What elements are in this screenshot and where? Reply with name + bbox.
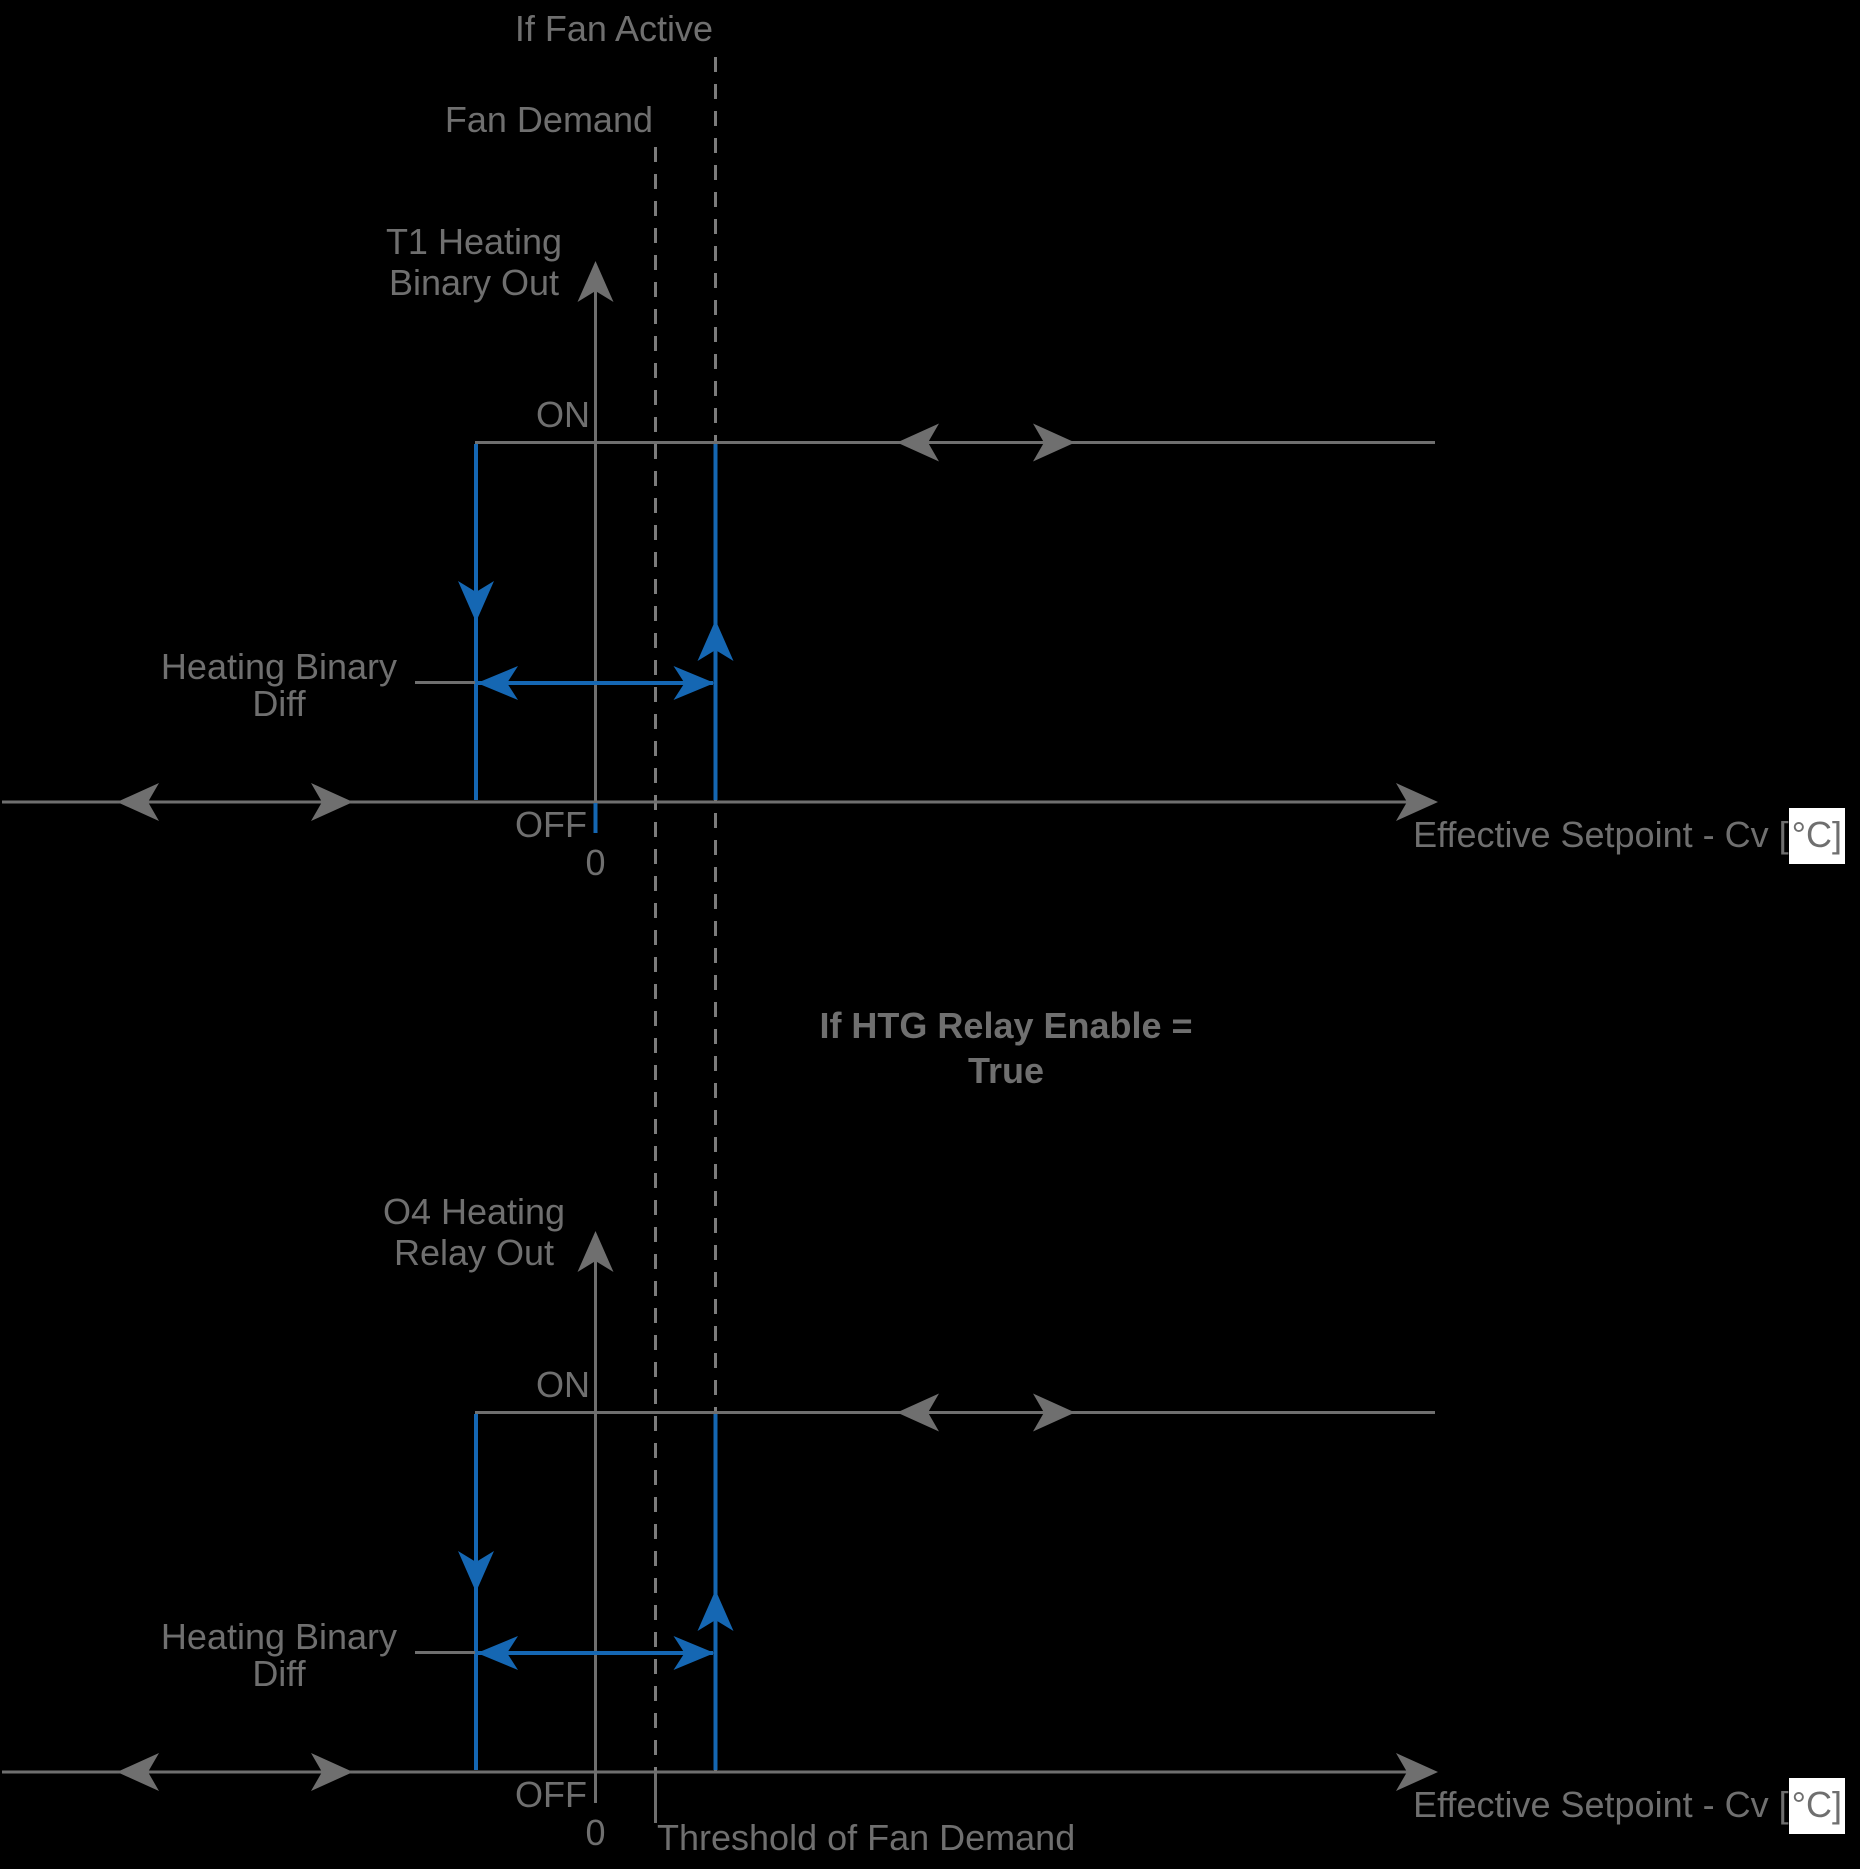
t1-axis-title-line1: T1 Heating: [385, 221, 563, 262]
t1-diff-label-line1: Heating Binary: [160, 646, 398, 687]
t1-chart-lines: [0, 259, 1440, 833]
htg-relay-condition-line1: If HTG Relay Enable =: [819, 1005, 1193, 1046]
o4-chart-lines: [0, 1229, 1440, 1803]
t1-x-axis-label: Effective Setpoint - Cv [°C]: [1413, 808, 1845, 864]
o4-zero-label: 0: [585, 1812, 606, 1853]
fan-demand-label: Fan Demand: [444, 99, 653, 140]
o4-axis-title: O4 Heating Relay Out: [324, 1191, 624, 1273]
t1-axis-title: T1 Heating Binary Out: [324, 221, 624, 303]
t1-axis-title-line2: Binary Out: [388, 262, 560, 303]
t1-x-axis-label-text: Effective Setpoint - Cv [: [1413, 814, 1789, 855]
t1-diff-label-line2: Diff: [252, 683, 306, 724]
o4-diff-label-line2: Diff: [252, 1653, 306, 1694]
guide-lines: [654, 57, 717, 1823]
t1-on-label: ON: [536, 394, 590, 435]
o4-axis-title-line2: Relay Out: [393, 1232, 555, 1273]
o4-unit-box: °C]: [1788, 1778, 1845, 1834]
o4-axis-title-line1: O4 Heating: [382, 1191, 566, 1232]
o4-x-axis-label-text: Effective Setpoint - Cv [: [1413, 1784, 1789, 1825]
htg-relay-condition: If HTG Relay Enable = True: [754, 1003, 1258, 1093]
t1-off-label: OFF: [515, 804, 587, 845]
o4-x-axis-label: Effective Setpoint - Cv [°C]: [1413, 1778, 1845, 1834]
htg-relay-condition-line2: True: [967, 1050, 1045, 1091]
t1-diff-label: Heating Binary Diff: [129, 648, 429, 722]
t1-unit-box: °C]: [1788, 808, 1845, 864]
o4-off-label: OFF: [515, 1774, 587, 1815]
o4-on-label: ON: [536, 1364, 590, 1405]
o4-diff-label-line1: Heating Binary: [160, 1616, 398, 1657]
o4-diff-label: Heating Binary Diff: [129, 1618, 429, 1692]
t1-zero-label: 0: [585, 842, 606, 883]
fan-active-label: If Fan Active: [514, 8, 713, 49]
threshold-label: Threshold of Fan Demand: [657, 1817, 1076, 1858]
